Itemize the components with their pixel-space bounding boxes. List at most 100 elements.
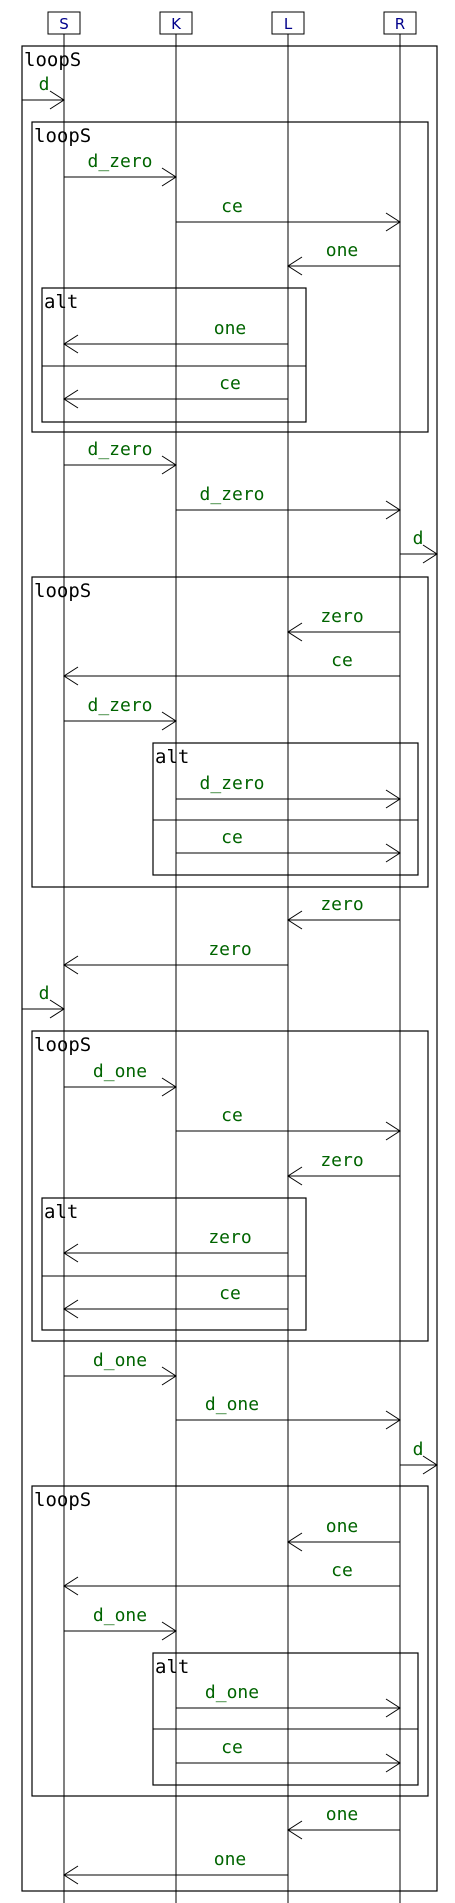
message-label: ce — [221, 1105, 243, 1126]
message-label: d_zero — [199, 773, 264, 794]
message-label: zero — [320, 1150, 363, 1171]
message-label: ce — [221, 196, 243, 217]
message-zero: zero — [287, 606, 400, 642]
participant-l: L — [271, 11, 305, 35]
message-one: one — [63, 318, 288, 354]
arrowhead — [161, 1366, 177, 1386]
participant-label: K — [171, 15, 182, 33]
message-ce: ce — [176, 196, 401, 232]
message-label: zero — [208, 939, 251, 960]
frame-label: alt — [155, 746, 189, 768]
arrowhead — [385, 1121, 401, 1141]
frame-loops-3: loopS — [31, 576, 429, 888]
message-label: zero — [320, 606, 363, 627]
message-label: d — [413, 528, 424, 549]
frame-label: loopS — [24, 49, 81, 71]
message-label: d_zero — [199, 484, 264, 505]
message-one: one — [287, 240, 400, 276]
message-ce: ce — [176, 1737, 401, 1773]
frame-alt-4: alt — [152, 742, 419, 876]
message-label: one — [214, 1849, 247, 1870]
frame-alt-6: alt — [41, 1197, 307, 1331]
arrowhead — [385, 500, 401, 520]
arrowhead — [63, 1865, 79, 1885]
message-ce: ce — [63, 1560, 400, 1596]
arrowhead — [385, 1698, 401, 1718]
message-one: one — [63, 1849, 288, 1885]
message-zero: zero — [63, 939, 288, 975]
outer-frame — [21, 45, 438, 1892]
message-ce: ce — [63, 373, 288, 409]
arrowhead — [385, 1410, 401, 1430]
message-label: d_one — [205, 1682, 259, 1703]
arrowhead — [63, 389, 79, 409]
message-d-zero: d_zero — [64, 151, 177, 187]
arrowhead — [385, 789, 401, 809]
arrowhead — [422, 1455, 438, 1475]
frame-label: loopS — [34, 1489, 91, 1511]
message-label: ce — [219, 373, 241, 394]
arrowhead — [385, 1753, 401, 1773]
message-d: d — [22, 983, 65, 1019]
arrowhead — [63, 955, 79, 975]
message-d-one: d_one — [176, 1394, 401, 1430]
message-d-zero: d_zero — [176, 773, 401, 809]
participant-s: S — [47, 11, 81, 35]
message-label: d_one — [93, 1061, 147, 1082]
message-label: d_zero — [87, 439, 152, 460]
message-d-one: d_one — [176, 1682, 401, 1718]
participant-label: R — [395, 15, 405, 33]
message-label: d_one — [93, 1605, 147, 1626]
message-label: d — [39, 74, 50, 95]
arrowhead — [161, 1077, 177, 1097]
message-zero: zero — [63, 1227, 288, 1263]
arrowhead — [161, 711, 177, 731]
message-ce: ce — [63, 650, 400, 686]
message-label: ce — [221, 827, 243, 848]
arrowhead — [49, 90, 65, 110]
frame-alt-8: alt — [152, 1652, 419, 1786]
arrowhead — [287, 256, 303, 276]
participant-r: R — [383, 11, 417, 35]
frame-alt-2: alt — [41, 287, 307, 423]
message-d-one: d_one — [64, 1605, 177, 1641]
arrowhead — [161, 167, 177, 187]
message-label: one — [326, 1804, 359, 1825]
message-d-zero: d_zero — [64, 439, 177, 475]
frame-label: alt — [155, 1656, 189, 1678]
message-label: ce — [331, 1560, 353, 1581]
arrowhead — [287, 910, 303, 930]
message-d: d — [400, 528, 438, 564]
frame-label: loopS — [34, 1034, 91, 1056]
message-ce: ce — [63, 1283, 288, 1319]
arrowhead — [63, 1243, 79, 1263]
frame-loops-0: loopS — [24, 49, 81, 71]
message-label: ce — [331, 650, 353, 671]
message-d: d — [400, 1439, 438, 1475]
arrowhead — [63, 334, 79, 354]
message-zero: zero — [287, 1150, 400, 1186]
arrowhead — [161, 455, 177, 475]
message-ce: ce — [176, 827, 401, 863]
message-ce: ce — [176, 1105, 401, 1141]
message-label: d — [39, 983, 50, 1004]
message-d-zero: d_zero — [64, 695, 177, 731]
message-label: d — [413, 1439, 424, 1460]
message-label: one — [214, 318, 247, 339]
message-one: one — [287, 1804, 400, 1840]
frame-loops-5: loopS — [31, 1030, 429, 1342]
participant-label: L — [284, 15, 293, 33]
participant-label: S — [59, 15, 69, 33]
message-label: zero — [208, 1227, 251, 1248]
arrowhead — [287, 1532, 303, 1552]
message-zero: zero — [287, 894, 400, 930]
message-label: zero — [320, 894, 363, 915]
frame-label: loopS — [34, 580, 91, 602]
arrowhead — [161, 1621, 177, 1641]
frame-loops-1: loopS — [31, 121, 429, 433]
message-d-zero: d_zero — [176, 484, 401, 520]
participant-k: K — [159, 11, 193, 35]
message-label: ce — [221, 1737, 243, 1758]
arrowhead — [63, 1576, 79, 1596]
